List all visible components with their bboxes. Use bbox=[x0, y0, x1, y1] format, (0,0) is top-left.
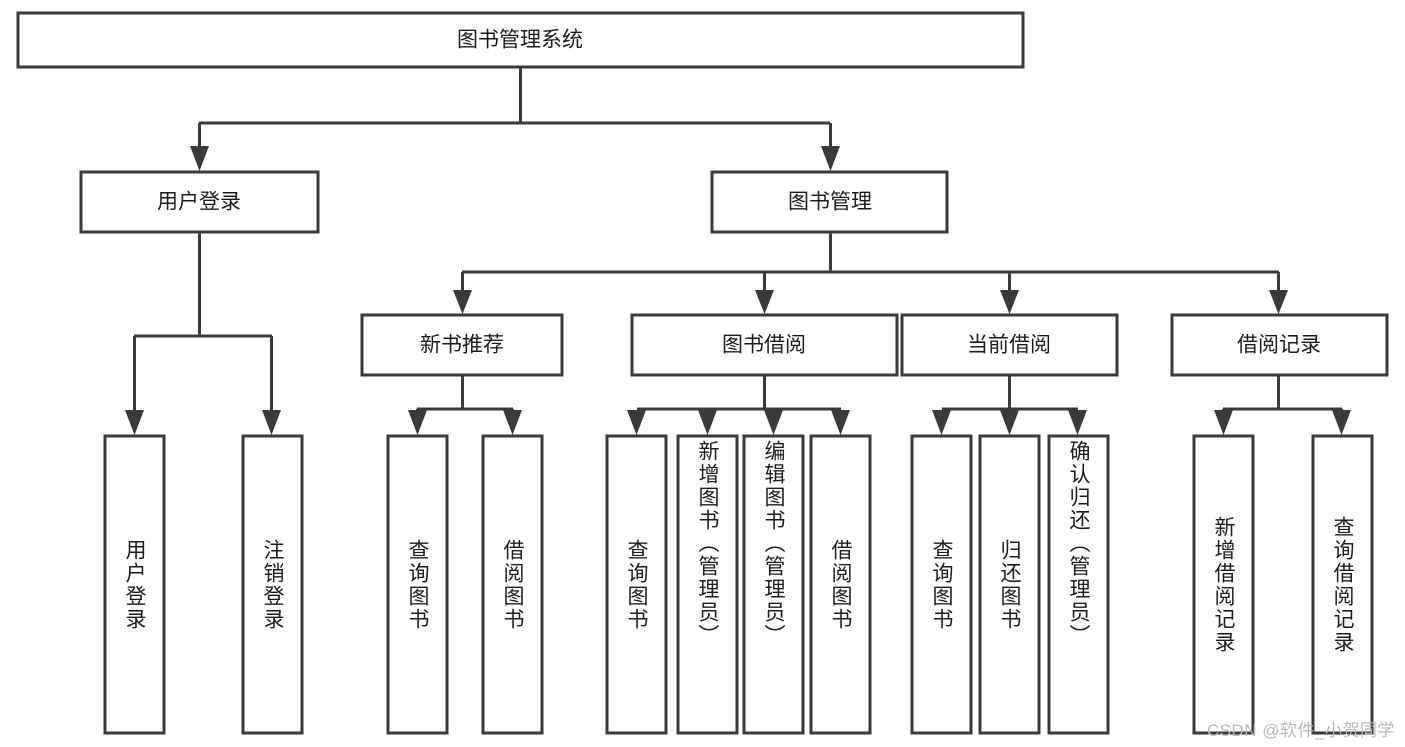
leaf-box-bookborrow-4[interactable] bbox=[809, 434, 872, 735]
leaf-box-currentborrow-2[interactable] bbox=[978, 434, 1041, 735]
node-book-borrow[interactable]: 图书借阅 bbox=[630, 313, 899, 377]
leaf-box-newbook-1[interactable] bbox=[386, 434, 449, 735]
arrow-leaf-user-login-1 bbox=[125, 410, 144, 435]
arrow-leaf-bb-3 bbox=[764, 410, 783, 435]
connector-group-root bbox=[190, 67, 840, 171]
node-book-borrow-label: 图书借阅 bbox=[722, 334, 806, 357]
leaf-box-currentborrow-1[interactable] bbox=[910, 434, 973, 735]
node-new-book-recommend[interactable]: 新书推荐 bbox=[360, 313, 564, 377]
node-root[interactable]: 图书管理系统 bbox=[16, 11, 1025, 69]
node-new-book-recommend-label: 新书推荐 bbox=[420, 334, 504, 357]
arrow-leaf-bb-4 bbox=[831, 410, 850, 435]
node-user-login-box[interactable] bbox=[79, 170, 320, 234]
arrow-leaf-cb-1 bbox=[932, 410, 951, 435]
arrow-leaf-br-2 bbox=[1332, 410, 1351, 435]
leaf-box-currentborrow-3[interactable] bbox=[1047, 434, 1110, 735]
node-book-manage[interactable]: 图书管理 bbox=[710, 170, 949, 234]
arrow-leaf-newbook-2 bbox=[503, 410, 522, 435]
node-user-login[interactable]: 用户登录 bbox=[79, 170, 320, 234]
leaf-box-bookborrow-3[interactable] bbox=[742, 434, 805, 735]
node-book-borrow-box[interactable] bbox=[630, 313, 899, 377]
csdn-watermark: CSDN @软件_小贺同学 bbox=[1206, 721, 1395, 740]
arrow-to-current-borrow bbox=[1000, 290, 1019, 314]
connector-group-new-book bbox=[408, 375, 522, 435]
node-borrow-record[interactable]: 借阅记录 bbox=[1170, 313, 1389, 377]
arrow-leaf-user-login-2 bbox=[262, 410, 281, 435]
connector-group-book-manage bbox=[453, 232, 1288, 314]
node-borrow-record-label: 借阅记录 bbox=[1237, 334, 1321, 357]
arrow-leaf-bb-1 bbox=[627, 410, 646, 435]
connector-group-user-login bbox=[125, 232, 281, 435]
leaf-box-borrowrecord-1[interactable] bbox=[1192, 434, 1255, 735]
leaf-box-user-login-2[interactable] bbox=[241, 434, 304, 735]
arrow-leaf-newbook-1 bbox=[408, 410, 427, 435]
arrow-to-borrow-record bbox=[1269, 290, 1288, 314]
node-current-borrow[interactable]: 当前借阅 bbox=[900, 313, 1119, 377]
node-borrow-record-box[interactable] bbox=[1170, 313, 1389, 377]
arrow-to-book-manage bbox=[821, 146, 840, 171]
arrow-to-user-login bbox=[190, 146, 209, 171]
node-book-manage-label: 图书管理 bbox=[788, 191, 872, 214]
arrow-to-book-borrow bbox=[755, 290, 774, 314]
leaf-box-bookborrow-2[interactable] bbox=[676, 434, 739, 735]
leaf-box-user-login-1[interactable] bbox=[103, 434, 166, 735]
arrow-leaf-cb-3 bbox=[1068, 410, 1087, 435]
connector-group-borrow-record bbox=[1214, 375, 1351, 435]
node-current-borrow-label: 当前借阅 bbox=[967, 334, 1051, 357]
leaf-box-bookborrow-1[interactable] bbox=[605, 434, 668, 735]
leaf-box-newbook-2[interactable] bbox=[481, 434, 544, 735]
node-current-borrow-box[interactable] bbox=[900, 313, 1119, 377]
arrow-leaf-br-1 bbox=[1214, 410, 1233, 435]
node-root-label: 图书管理系统 bbox=[457, 29, 583, 52]
connector-group-book-borrow bbox=[627, 375, 850, 435]
arrow-to-new-book bbox=[453, 290, 472, 314]
node-root-box[interactable] bbox=[16, 11, 1025, 69]
arrow-leaf-bb-2 bbox=[698, 410, 717, 435]
node-new-book-recommend-box[interactable] bbox=[360, 313, 564, 377]
node-book-manage-box[interactable] bbox=[710, 170, 949, 234]
arrow-leaf-cb-2 bbox=[1000, 410, 1019, 435]
connector-group-current-borrow bbox=[932, 375, 1087, 435]
node-user-login-label: 用户登录 bbox=[157, 191, 241, 214]
leaf-box-borrowrecord-2[interactable] bbox=[1311, 434, 1374, 735]
